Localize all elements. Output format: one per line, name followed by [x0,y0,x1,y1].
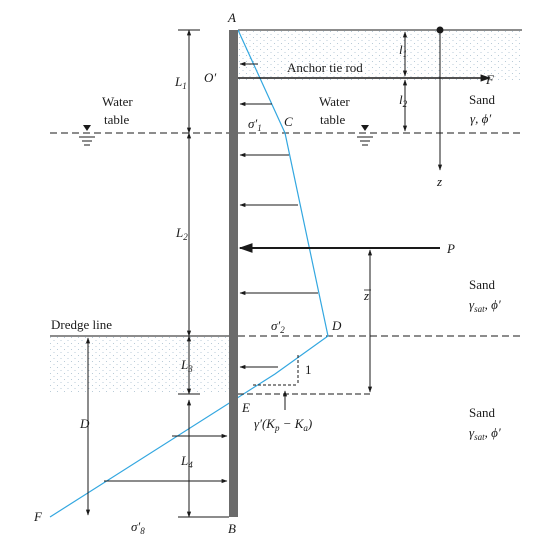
soil-mid-name: Sand [469,277,496,292]
length-l3-label: L3 [180,357,193,374]
passive-pressure-arrows [104,433,228,484]
soil-top-props: γ, ϕ′ [470,111,491,126]
stress-8-label: σ′8 [131,519,145,536]
point-c-label: C [284,114,293,129]
length-small-l1-label: l1 [399,42,407,59]
sheet-pile [229,30,238,517]
point-e-label: E [241,400,250,415]
length-l2-label: L2 [175,225,188,242]
soil-top-name: Sand [469,92,496,107]
water-table-left-line2: table [104,112,129,127]
point-a-label: A [227,10,236,25]
dredge-line-label: Dredge line [51,317,112,332]
depth-z-label: z [436,174,442,189]
soil-mid-props: γsat, ϕ′ [469,297,501,314]
slope-one-label: 1 [305,362,312,377]
point-o-prime-label: O′ [204,70,216,85]
sand-dredge-region [50,336,229,394]
anchor-tie-rod-label: Anchor tie rod [287,60,363,75]
water-table-right-line1: Water [319,94,350,109]
sand-top-region [238,30,522,82]
length-small-l2-label: l2 [399,92,408,109]
embedment-d-label: D [79,416,90,431]
soil-bot-name: Sand [469,405,496,420]
stress-1-label: σ′1 [248,116,262,133]
point-d-label: D [331,318,342,333]
water-table-left-line1: Water [102,94,133,109]
slope-formula-label: γ′(Kp − Ka) [254,416,312,433]
soil-bot-props: γsat, ϕ′ [469,425,501,442]
depth-axis [436,26,444,171]
active-pressure-arrows [239,61,318,370]
length-l1-label: L1 [174,74,187,91]
length-l4-label: L4 [180,453,193,470]
slope-triangle [253,355,299,386]
water-table-right-line2: table [320,112,345,127]
point-b-label: B [228,521,236,536]
water-table-symbol-right [357,125,373,146]
point-f-label: F [33,509,43,524]
zbar-label: z [363,288,369,303]
stress-2-label: σ′2 [271,318,285,335]
net-pressure-line [49,29,329,518]
resultant-p-label: P [446,241,455,256]
dimension-chain-left [178,29,229,518]
water-table-symbol-left [79,125,95,146]
anchor-force-label: F [485,72,495,87]
